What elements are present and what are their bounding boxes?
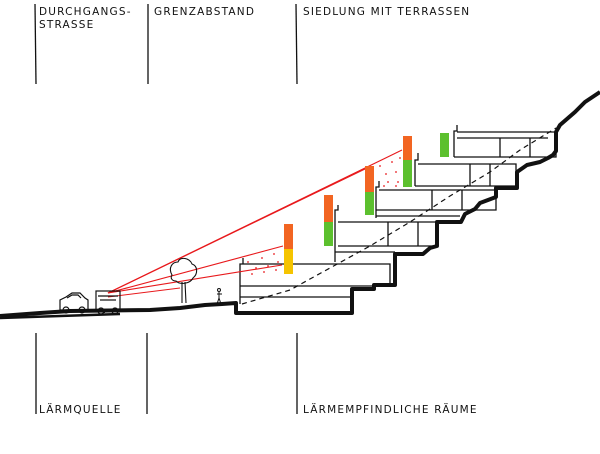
noise-bar-level1-medium <box>284 249 293 274</box>
noise-bar-level1-high <box>284 224 293 249</box>
car-icon <box>59 292 89 314</box>
noise-bar-level4-low <box>403 160 412 187</box>
divider-top-right <box>295 3 298 85</box>
column-dividers-bottom <box>35 333 298 414</box>
through-road-label-line1: DURCHGANGS- <box>39 6 132 18</box>
road-surface <box>0 312 121 320</box>
noise-bar-level4-high <box>403 136 412 160</box>
column-dividers-top <box>34 3 298 85</box>
sound-rays <box>107 149 403 298</box>
tree-icon <box>169 257 198 304</box>
noise-sensitive-rooms-label: LÄRMEMPFINDLICHE RÄUME <box>303 404 478 416</box>
noise-bar-level2-low <box>324 222 333 246</box>
ground-line <box>0 90 600 318</box>
sound-ray-1 <box>107 245 284 294</box>
access-path-dashed <box>241 127 557 305</box>
terrace-buildings <box>239 125 557 304</box>
divider-top-left <box>34 3 37 85</box>
noise-bar-level5-low <box>440 133 449 157</box>
buffer-distance-label: GRENZABSTAND <box>154 6 256 18</box>
terrace-level-4 <box>414 153 517 187</box>
facade-noise-bars <box>284 133 449 274</box>
noise-bar-level2-high <box>324 195 333 222</box>
terraced-settlement-label: SIEDLUNG MIT TERRASSEN <box>303 6 471 18</box>
through-road-label-line2: STRASSE <box>39 19 95 31</box>
sound-ray-4 <box>107 149 403 294</box>
noise-bar-level3-low <box>365 192 374 215</box>
bus-icon <box>95 290 121 315</box>
terrace-level-5 <box>453 125 557 158</box>
noise-bar-level3-high <box>365 166 374 192</box>
sound-ray-2 <box>107 264 283 294</box>
noise-source-label: LÄRMQUELLE <box>39 404 122 416</box>
terrace-partitions <box>387 138 531 246</box>
sound-ray-5 <box>107 287 181 298</box>
pedestrian-icon <box>216 288 222 305</box>
terrace-level-1 <box>239 258 391 304</box>
terrace-level-3 <box>375 181 497 218</box>
